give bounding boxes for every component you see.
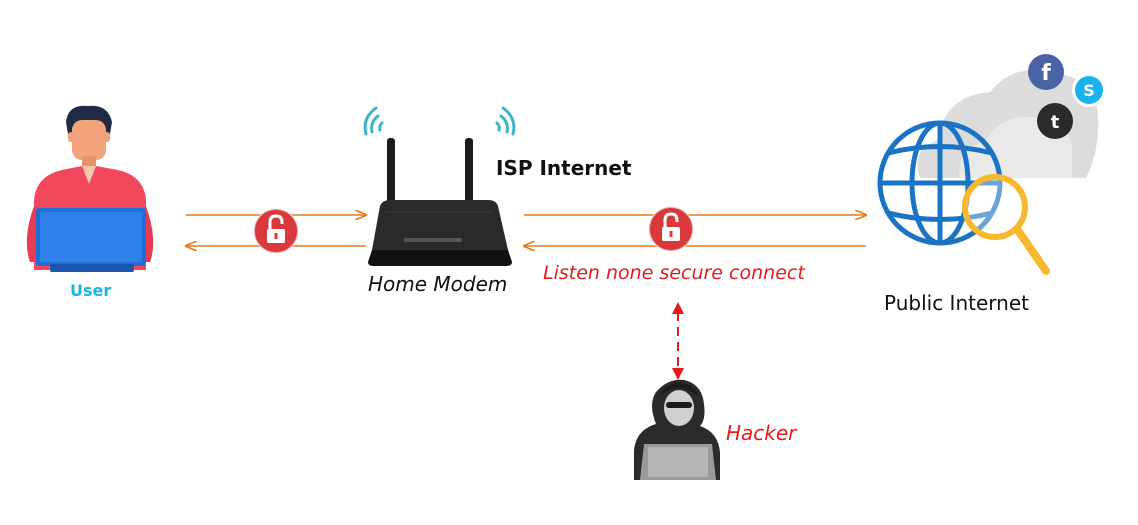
user-icon [26,105,154,272]
svg-text:S: S [1083,81,1095,100]
public-internet-label: Public Internet [884,291,1029,315]
magnifier-icon [962,174,1050,275]
facebook-icon: f [1028,54,1064,90]
hooded-hacker-icon [634,379,720,480]
hacker-link [672,302,684,380]
isp-internet-label: ISP Internet [496,156,632,180]
wifi-signal-icon [363,106,384,136]
svg-text:f: f [1041,61,1051,86]
skype-icon: S [1072,73,1106,107]
unlocked-padlock-icon [648,206,694,252]
hacker-label: Hacker [726,421,797,445]
user-label: User [70,281,112,300]
home-modem-label: Home Modem [368,272,508,296]
wifi-router-icon [363,106,516,266]
arrow-up-icon [672,302,684,314]
unlocked-padlock-icon [253,208,299,254]
svg-text:t: t [1051,112,1060,133]
modem-internet-link [524,215,866,246]
wifi-signal-icon [495,106,516,136]
twitter-icon: t [1037,103,1073,139]
listen-warning-label: Listen none secure connect [543,262,805,284]
arrow-down-icon [672,368,684,380]
